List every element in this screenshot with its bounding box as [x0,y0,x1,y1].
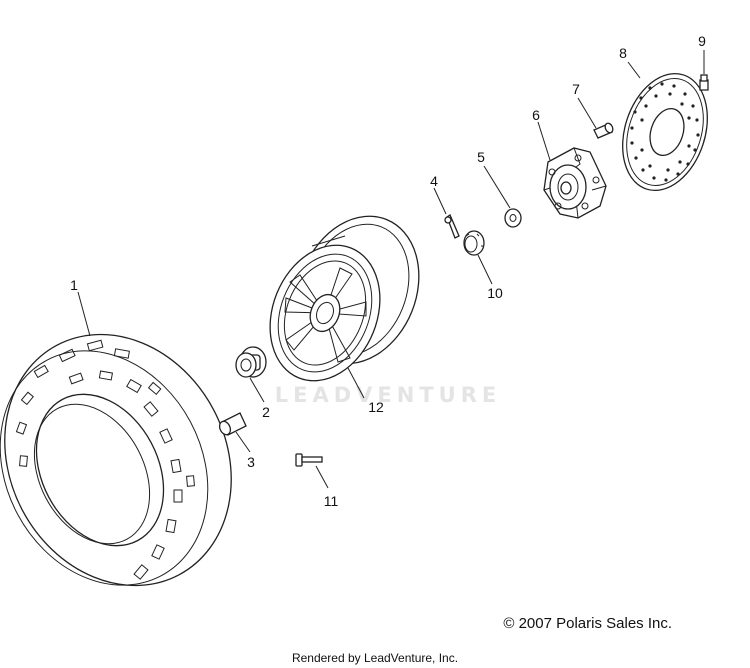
callout-9: 9 [698,33,706,49]
washer[interactable] [504,208,522,228]
callout-8: 8 [619,45,627,61]
callout-3: 3 [247,454,255,470]
castle-nut[interactable] [463,230,485,256]
callout-1: 1 [70,277,78,293]
tire[interactable] [0,295,274,626]
callout-2: 2 [262,404,270,420]
disc-bolt[interactable] [699,74,709,91]
callout-10: 10 [487,285,503,301]
spacer[interactable] [218,412,247,436]
callout-4: 4 [430,173,438,189]
callout-11: 11 [324,493,339,509]
hub-stud[interactable] [593,122,614,139]
cotter-pin[interactable] [444,214,460,239]
bearing[interactable] [235,346,267,378]
callout-5: 5 [477,149,485,165]
callout-7: 7 [572,81,580,97]
callout-6: 6 [532,107,540,123]
bolt[interactable] [295,453,323,467]
leader-lines [77,50,705,489]
watermark: LEADVENTURE [275,383,501,407]
hub[interactable] [543,147,607,219]
rendered-by-text: Rendered by LeadVenture, Inc. [292,651,458,665]
copyright-text: © 2007 Polaris Sales Inc. [503,615,672,632]
callout-12: 12 [368,399,384,415]
brake-disc[interactable] [608,63,721,202]
wheel-rim[interactable] [251,198,441,398]
